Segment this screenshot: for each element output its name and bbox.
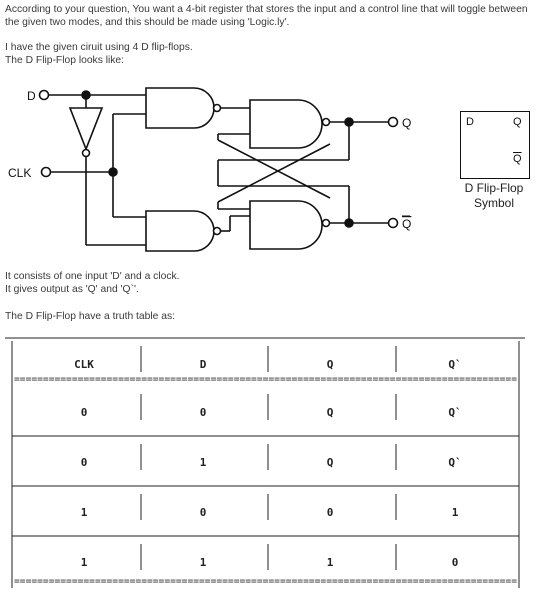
clk-input-terminal <box>40 166 52 178</box>
symbol-caption: D Flip-Flop Symbol <box>458 181 530 211</box>
truth-table-intro: The D Flip-Flop have a truth table as: <box>5 311 175 322</box>
q-output-terminal <box>387 116 399 128</box>
table-header-cell: CLK <box>74 358 94 371</box>
table-rule-double: ========================================… <box>14 374 517 385</box>
nand-gate-top-input <box>145 87 215 129</box>
d-input-terminal <box>38 89 50 101</box>
d-flip-flop-circuit-diagram: D CLK Q Q <box>8 87 411 252</box>
io-line-1: It consists of one input 'D' and a clock… <box>5 271 180 282</box>
table-cell: Q <box>327 406 334 419</box>
table-cell: 1 <box>200 556 207 569</box>
nand-gate-bottom-input-bubble <box>212 226 222 236</box>
table-header-cell: Q` <box>448 358 461 371</box>
nand-gate-top-latch-bubble <box>321 117 331 127</box>
clk-input-label: CLK <box>8 166 31 180</box>
table-rule-double: ========================================… <box>14 576 517 587</box>
circuit-paragraph: I have the given ciruit using 4 D flip-f… <box>5 41 193 67</box>
table-cell: 0 <box>81 406 88 419</box>
symbol-caption-line2: Symbol <box>473 196 514 210</box>
table-cell: 0 <box>200 506 207 519</box>
symbol-pin-qbar: Q <box>513 153 522 165</box>
table-cell: 1 <box>452 506 459 519</box>
intro-paragraph: According to your question, You want a 4… <box>5 4 528 28</box>
io-paragraph: It consists of one input 'D' and a clock… <box>5 270 180 296</box>
nand-gate-top-input-bubble <box>212 103 222 113</box>
table-cell: 0 <box>452 556 459 569</box>
table-cell: 1 <box>200 456 207 469</box>
d-input-label: D <box>27 89 36 103</box>
symbol-box <box>460 111 530 179</box>
table-cell: Q` <box>448 456 461 469</box>
table-cell: 1 <box>327 556 334 569</box>
table-cell: 1 <box>81 556 88 569</box>
nand-gate-top-latch <box>249 99 323 149</box>
io-line-2: It gives output as 'Q' and 'Q`'. <box>5 284 139 295</box>
symbol-caption-line1: D Flip-Flop <box>464 181 524 195</box>
d-flip-flop-symbol: D Q Q D Flip-Flop Symbol <box>458 108 532 211</box>
table-cell: Q <box>327 456 334 469</box>
symbol-pin-q: Q <box>513 116 522 128</box>
q-output-label: Q <box>402 116 411 130</box>
qbar-output-label: Q <box>402 217 411 231</box>
table-header-cell: D <box>200 358 207 371</box>
table-cell: Q` <box>448 406 461 419</box>
nand-gate-bottom-latch <box>249 200 323 250</box>
nand-gate-bottom-input <box>145 210 215 252</box>
symbol-pin-d: D <box>466 116 474 128</box>
qbar-output-terminal <box>387 217 399 229</box>
nand-gate-bottom-latch-bubble <box>321 218 331 228</box>
table-header-cell: Q <box>327 358 334 371</box>
not-gate-bubble <box>81 148 91 158</box>
table-cell: 0 <box>200 406 207 419</box>
table-cell: 0 <box>327 506 334 519</box>
table-cell: 1 <box>81 506 88 519</box>
not-gate <box>68 107 104 152</box>
table-cell: 0 <box>81 456 88 469</box>
dff-line: The D Flip-Flop looks like: <box>5 55 125 66</box>
circuit-line: I have the given ciruit using 4 D flip-f… <box>5 42 193 53</box>
